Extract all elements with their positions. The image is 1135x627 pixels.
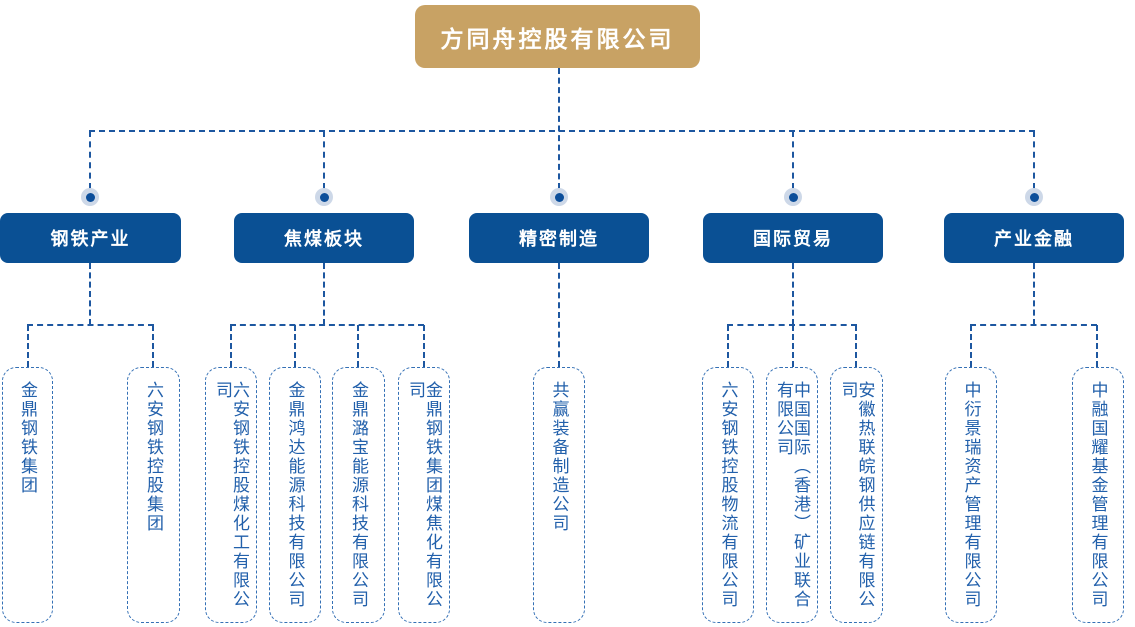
connector-line bbox=[357, 325, 359, 367]
subsidiary-label: 共赢装备制造公司 bbox=[549, 381, 569, 533]
sector-node-coking-coal[interactable]: 焦煤板块 bbox=[234, 213, 414, 263]
sector-node-steel[interactable]: 钢铁产业 bbox=[0, 213, 181, 263]
sector-label: 国际贸易 bbox=[753, 229, 833, 249]
connector-line bbox=[792, 131, 794, 189]
subsidiary-node[interactable]: 金鼎钢铁集团 bbox=[2, 367, 53, 623]
subsidiary-label: 六安钢铁控股煤化工有限公司 bbox=[213, 381, 249, 609]
sector-node-industrial-finance[interactable]: 产业金融 bbox=[944, 213, 1124, 263]
root-company-label: 方同舟控股有限公司 bbox=[440, 25, 675, 52]
connector-line bbox=[970, 325, 972, 367]
sector-label: 产业金融 bbox=[994, 229, 1074, 249]
connector-line bbox=[970, 324, 1097, 326]
connector-line bbox=[323, 263, 325, 325]
connector-dot-core bbox=[1029, 192, 1039, 202]
subsidiary-node[interactable]: 安徽热联皖钢供应链有限公司 bbox=[830, 367, 883, 623]
connector-dot bbox=[1025, 188, 1043, 206]
subsidiary-label: 金鼎鸿达能源科技有限公司 bbox=[285, 381, 305, 609]
connector-line bbox=[27, 324, 154, 326]
connector-dot bbox=[784, 188, 802, 206]
subsidiary-node[interactable]: 中国国际（香港）矿业联合有限公司 bbox=[766, 367, 818, 623]
connector-line bbox=[558, 263, 560, 367]
subsidiary-node[interactable]: 六安钢铁控股物流有限公司 bbox=[702, 367, 754, 623]
connector-dot-core bbox=[554, 192, 564, 202]
connector-line bbox=[1033, 263, 1035, 325]
sector-label: 精密制造 bbox=[519, 229, 599, 249]
subsidiary-label: 中国国际（香港）矿业联合有限公司 bbox=[774, 381, 810, 609]
subsidiary-label: 六安钢铁控股集团 bbox=[144, 381, 163, 533]
connector-line bbox=[27, 325, 29, 367]
connector-line bbox=[727, 325, 729, 367]
connector-line bbox=[230, 324, 424, 326]
subsidiary-label: 六安钢铁控股物流有限公司 bbox=[718, 381, 738, 609]
connector-line bbox=[792, 325, 794, 367]
subsidiary-node[interactable]: 共赢装备制造公司 bbox=[533, 367, 585, 623]
connector-line bbox=[230, 325, 232, 367]
subsidiary-label: 中衍景瑞资产管理有限公司 bbox=[961, 381, 981, 609]
sector-label: 焦煤板块 bbox=[284, 229, 364, 249]
subsidiary-label: 金鼎钢铁集团煤焦化有限公司 bbox=[406, 381, 442, 609]
subsidiary-label: 安徽热联皖钢供应链有限公司 bbox=[838, 381, 875, 609]
connector-dot bbox=[81, 188, 99, 206]
subsidiary-node[interactable]: 金鼎钢铁集团煤焦化有限公司 bbox=[398, 367, 450, 623]
subsidiary-node[interactable]: 六安钢铁控股煤化工有限公司 bbox=[205, 367, 257, 623]
connector-line bbox=[89, 130, 1035, 132]
subsidiary-node[interactable]: 中融国耀基金管理有限公司 bbox=[1072, 367, 1124, 623]
subsidiary-label: 金鼎潞宝能源科技有限公司 bbox=[349, 381, 368, 609]
subsidiary-node[interactable]: 金鼎鸿达能源科技有限公司 bbox=[269, 367, 321, 623]
connector-line bbox=[1033, 131, 1035, 189]
connector-dot-core bbox=[788, 192, 798, 202]
connector-dot-core bbox=[85, 192, 95, 202]
subsidiary-node[interactable]: 金鼎潞宝能源科技有限公司 bbox=[332, 367, 385, 623]
connector-line bbox=[558, 68, 560, 189]
connector-dot bbox=[550, 188, 568, 206]
connector-line bbox=[294, 325, 296, 367]
connector-line bbox=[1096, 325, 1098, 367]
subsidiary-label: 金鼎钢铁集团 bbox=[18, 381, 37, 495]
connector-line bbox=[152, 325, 154, 367]
connector-line bbox=[423, 325, 425, 367]
sector-node-intl-trade[interactable]: 国际贸易 bbox=[703, 213, 883, 263]
connector-line bbox=[89, 131, 91, 189]
subsidiary-label: 中融国耀基金管理有限公司 bbox=[1088, 381, 1108, 609]
connector-line bbox=[89, 263, 91, 325]
connector-line bbox=[855, 325, 857, 367]
connector-dot-core bbox=[319, 192, 329, 202]
root-company-node[interactable]: 方同舟控股有限公司 bbox=[415, 5, 700, 68]
sector-label: 钢铁产业 bbox=[50, 229, 131, 249]
subsidiary-node[interactable]: 六安钢铁控股集团 bbox=[127, 367, 180, 623]
connector-line bbox=[323, 131, 325, 189]
connector-dot bbox=[315, 188, 333, 206]
connector-line bbox=[792, 263, 794, 325]
subsidiary-node[interactable]: 中衍景瑞资产管理有限公司 bbox=[945, 367, 997, 623]
sector-node-precision-mfg[interactable]: 精密制造 bbox=[469, 213, 649, 263]
